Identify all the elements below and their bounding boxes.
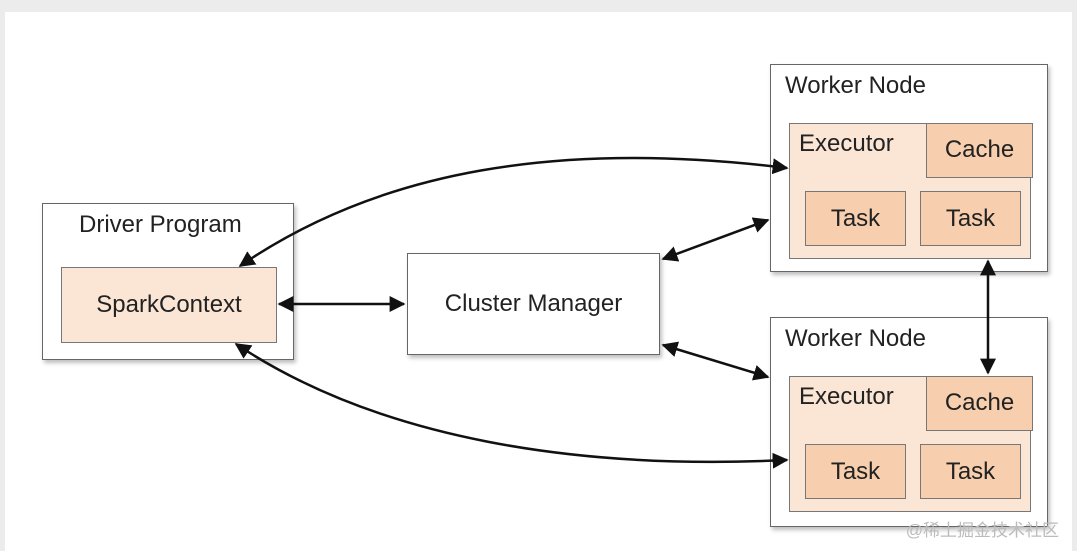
task-label: Task <box>945 457 996 485</box>
cache-box: Cache <box>926 375 1033 431</box>
worker-node-title: Worker Node <box>785 325 926 352</box>
worker-node-box: Worker Node Executor Cache Task Task <box>770 317 1048 527</box>
spark-context-box: SparkContext <box>61 267 277 343</box>
cluster-manager-label: Cluster Manager <box>444 290 623 317</box>
driver-program-title: Driver Program <box>79 211 242 238</box>
worker-node-box: Worker Node Executor Cache Task Task <box>770 64 1048 272</box>
executor-label: Executor <box>799 383 894 410</box>
cache-label: Cache <box>944 136 1015 163</box>
task-label: Task <box>830 204 881 232</box>
arrow-cluster-worker1 <box>661 217 770 262</box>
task-box: Task <box>805 191 906 246</box>
cache-label: Cache <box>944 389 1015 416</box>
spark-context-label: SparkContext <box>96 291 242 318</box>
task-label: Task <box>945 204 996 232</box>
arrow-cluster-worker2 <box>661 341 770 381</box>
task-box: Task <box>805 444 906 499</box>
executor-box: Executor Cache Task Task <box>789 375 1033 512</box>
task-label: Task <box>830 457 881 485</box>
executor-label: Executor <box>799 130 894 157</box>
task-box: Task <box>920 191 1021 246</box>
cluster-manager-box: Cluster Manager <box>407 253 660 355</box>
arrow-driver-worker2 <box>234 342 789 469</box>
executor-box: Executor Cache Task Task <box>789 122 1033 259</box>
watermark-text: @稀土掘金技术社区 <box>905 521 1059 540</box>
cache-box: Cache <box>926 122 1033 178</box>
task-box: Task <box>920 444 1021 499</box>
worker-node-title: Worker Node <box>785 72 926 99</box>
arrow-driver-worker1 <box>238 156 789 268</box>
